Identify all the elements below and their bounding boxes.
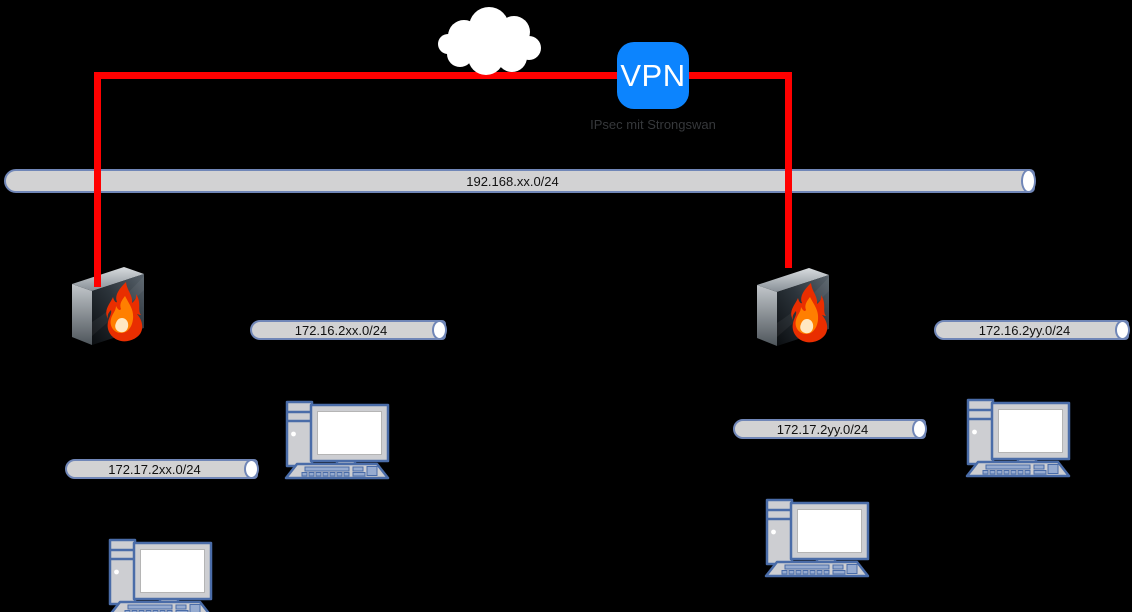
vpn-label: VPN xyxy=(620,57,686,93)
firewall-icon xyxy=(751,259,839,352)
network-segment-site-a-lan17: 172.17.2xx.0/24 xyxy=(65,459,259,479)
vpn-badge: VPN xyxy=(617,42,689,109)
segment-endpoint-cap xyxy=(1021,169,1036,193)
workstation-icon xyxy=(106,536,216,612)
network-segment-backbone: 192.168.xx.0/24 xyxy=(4,169,1036,193)
internet-cloud-icon xyxy=(434,4,544,83)
segment-endpoint-cap xyxy=(912,419,927,439)
workstation-icon xyxy=(763,496,873,583)
vpn-caption: IPsec mit Strongswan xyxy=(590,117,716,132)
network-segment-site-b-lan17: 172.17.2yy.0/24 xyxy=(733,419,927,439)
segment-label: 172.17.2yy.0/24 xyxy=(776,421,869,437)
vpn-tunnel-line-right xyxy=(785,72,792,268)
workstation-icon xyxy=(964,396,1074,483)
network-segment-site-b-lan16: 172.16.2yy.0/24 xyxy=(934,320,1130,340)
segment-label: 172.16.2xx.0/24 xyxy=(294,322,388,338)
segment-endpoint-cap xyxy=(1115,320,1130,340)
segment-endpoint-cap xyxy=(432,320,447,340)
segment-endpoint-cap xyxy=(244,459,259,479)
firewall-icon xyxy=(66,258,154,351)
vpn-tunnel-line-horizontal xyxy=(94,72,792,79)
segment-label: 172.16.2yy.0/24 xyxy=(978,322,1071,338)
network-segment-site-a-lan16: 172.16.2xx.0/24 xyxy=(250,320,447,340)
segment-label: 172.17.2xx.0/24 xyxy=(108,461,201,477)
vpn-tunnel-line-left xyxy=(94,72,101,287)
segment-label: 192.168.xx.0/24 xyxy=(466,173,559,189)
workstation-icon xyxy=(283,398,393,485)
